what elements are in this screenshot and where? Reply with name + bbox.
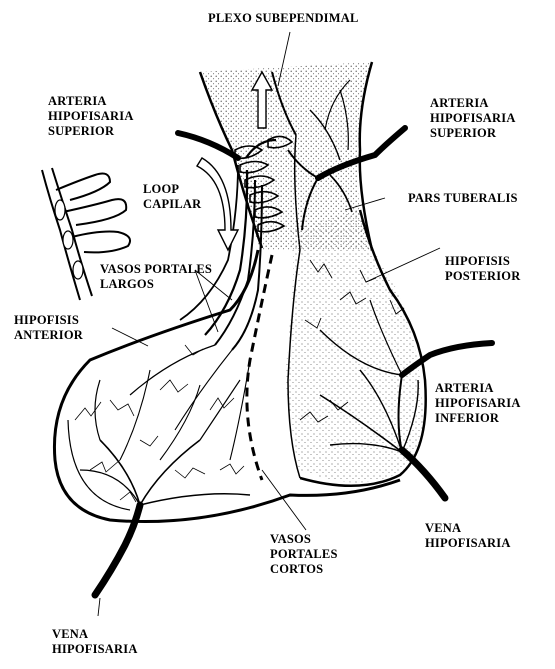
label-vasos-portales-cortos: VASOS PORTALES CORTOS xyxy=(270,532,338,577)
label-hipofisis-anterior: HIPOFISIS ANTERIOR xyxy=(14,313,83,343)
label-vena-hipofisaria-left: VENA HIPOFISARIA xyxy=(52,627,138,657)
label-loop-capilar: LOOP CAPILAR xyxy=(143,182,201,212)
label-vasos-portales-largos: VASOS PORTALES LARGOS xyxy=(100,262,212,292)
label-arteria-hipofisaria-superior-left: ARTERIA HIPOFISARIA SUPERIOR xyxy=(48,94,134,139)
label-hipofisis-posterior: HIPOFISIS POSTERIOR xyxy=(445,254,520,284)
label-arteria-hipofisaria-superior-right: ARTERIA HIPOFISARIA SUPERIOR xyxy=(430,96,516,141)
label-vena-hipofisaria-right: VENA HIPOFISARIA xyxy=(425,521,511,551)
label-plexo-subependimal: PLEXO SUBEPENDIMAL xyxy=(208,11,359,26)
label-pars-tuberalis: PARS TUBERALIS xyxy=(408,191,518,206)
label-arteria-hipofisaria-inferior: ARTERIA HIPOFISARIA INFERIOR xyxy=(435,381,521,426)
